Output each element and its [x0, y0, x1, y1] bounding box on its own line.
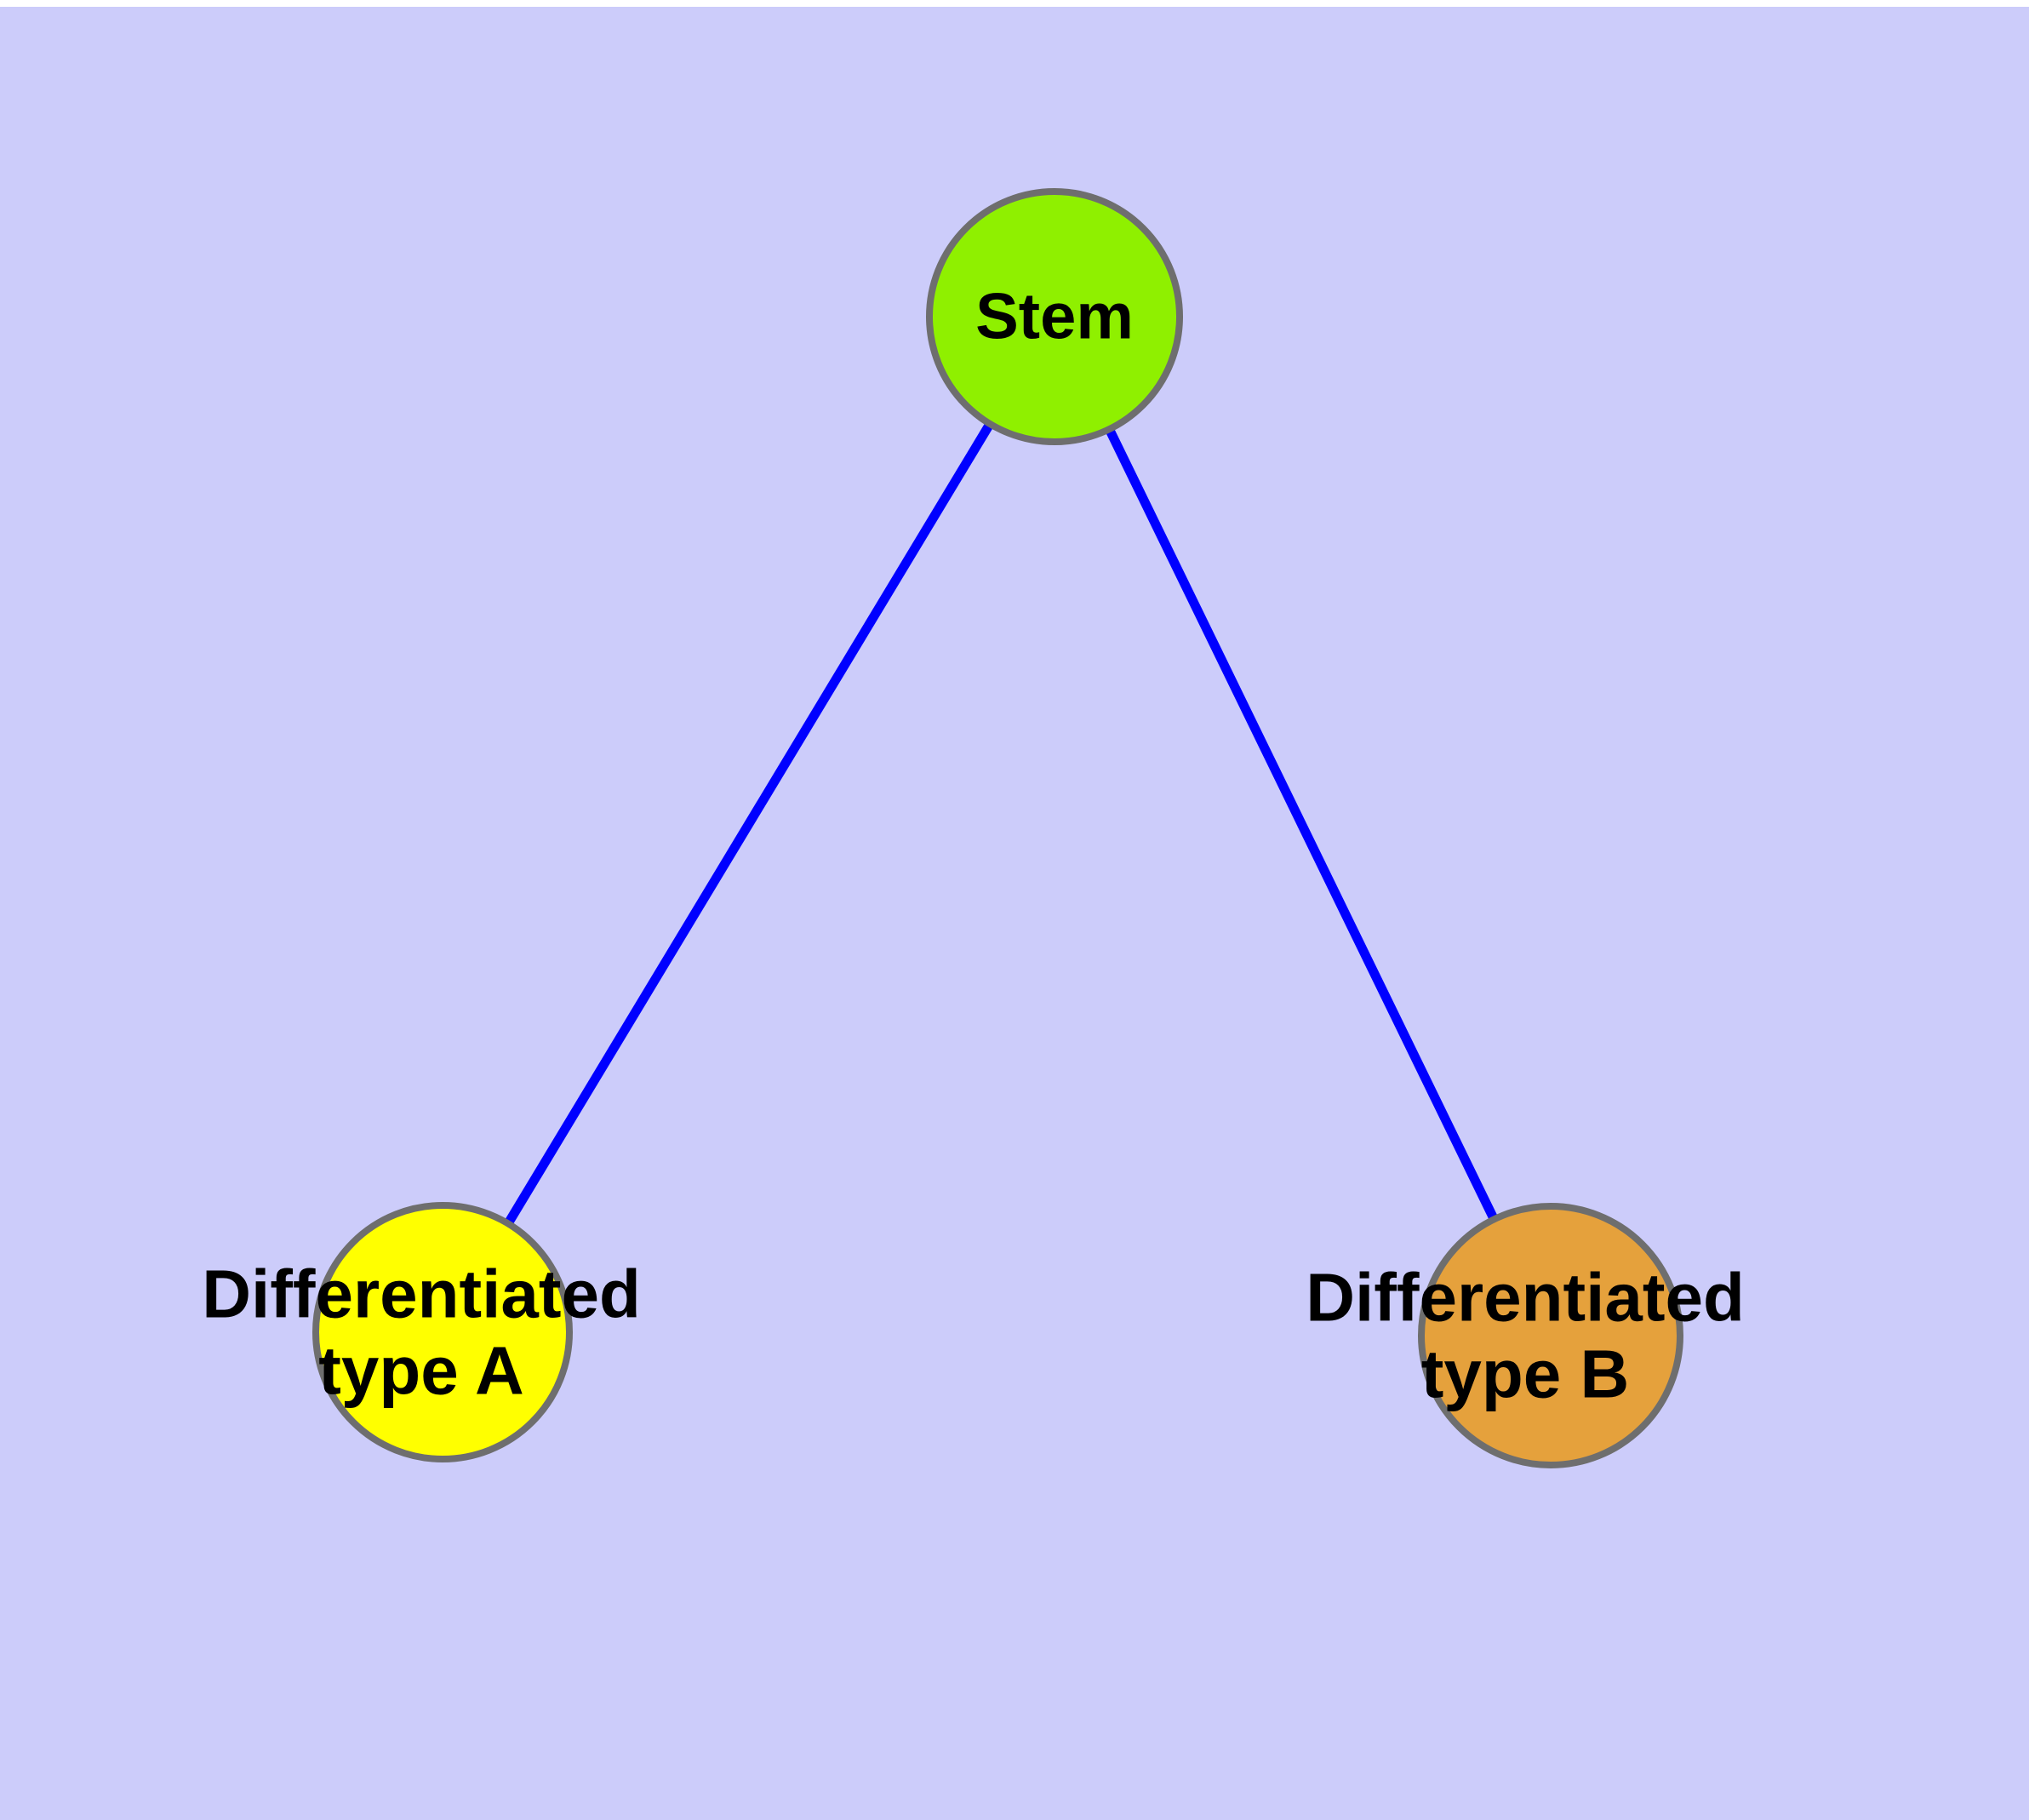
- node-stem[interactable]: [926, 188, 1183, 445]
- node-differentiated-type-b[interactable]: [1418, 1203, 1683, 1468]
- node-differentiated-type-a[interactable]: [312, 1202, 573, 1462]
- edge-layer: [438, 314, 1555, 1338]
- edge-stem-to-differentiated-type-a[interactable]: [438, 314, 1059, 1335]
- node-layer: [312, 188, 1683, 1468]
- edge-stem-to-differentiated-type-b[interactable]: [1050, 314, 1555, 1338]
